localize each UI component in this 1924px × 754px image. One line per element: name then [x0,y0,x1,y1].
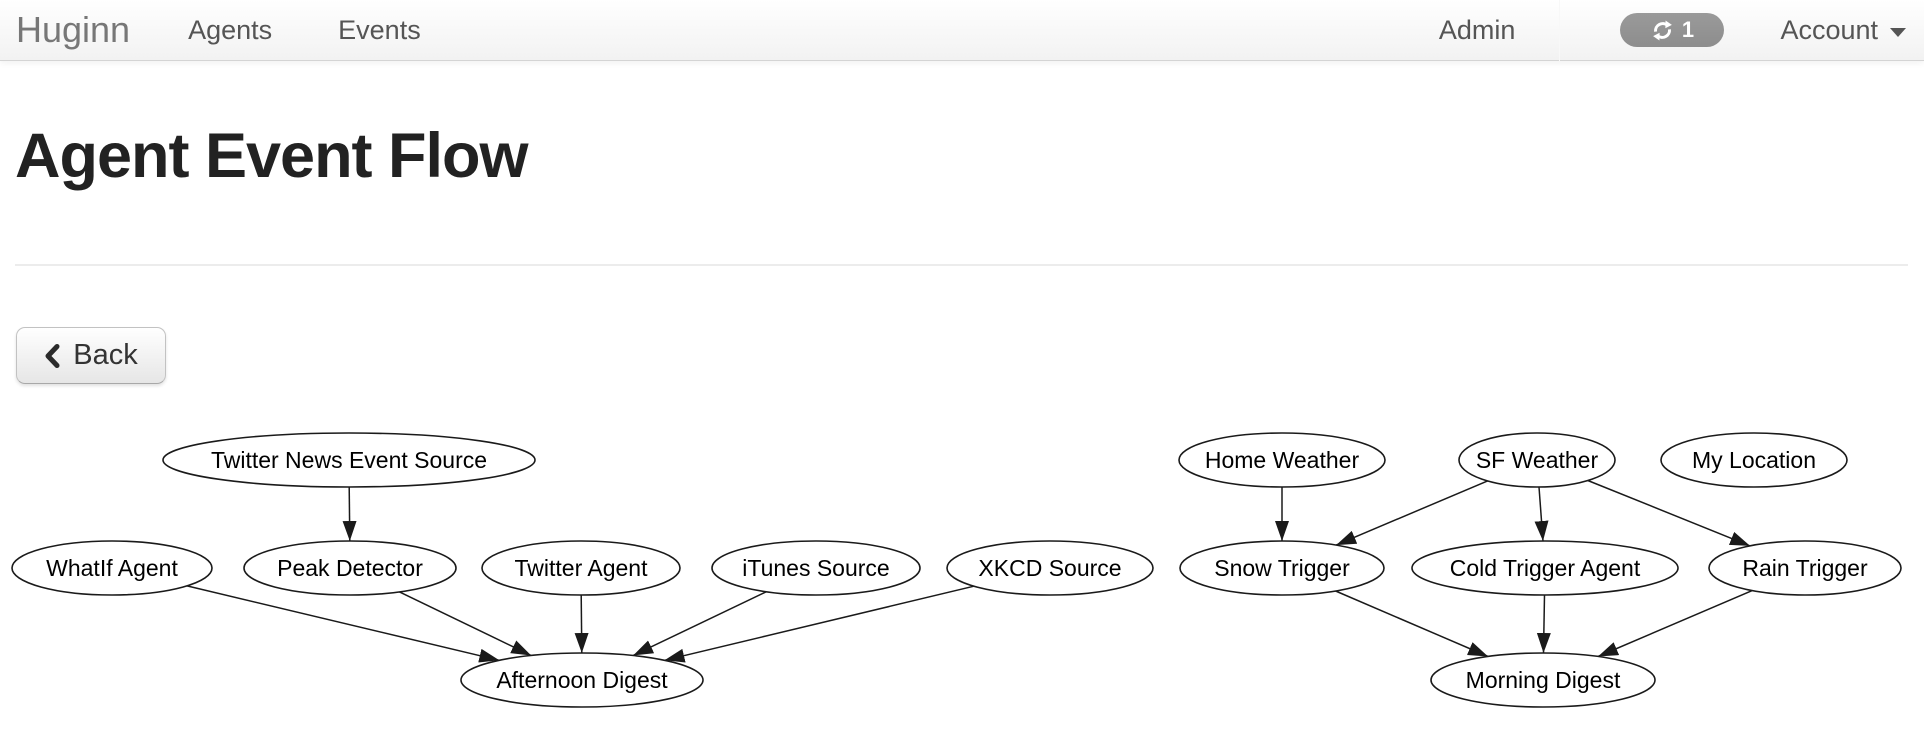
graph-edge-snow-morning [1335,590,1489,658]
graph-node-label-afternoon: Afternoon Digest [496,667,668,693]
graph-node-xkcd: XKCD Source [946,540,1154,596]
graph-node-home: Home Weather [1178,432,1386,488]
page-title: Agent Event Flow [15,121,529,191]
refresh-icon [1651,19,1674,42]
graph-node-label-tnes: Twitter News Event Source [211,447,487,473]
nav-item-admin[interactable]: Admin [1438,14,1516,45]
graph-node-tnes: Twitter News Event Source [162,432,536,488]
graph-node-snow: Snow Trigger [1179,540,1385,596]
graph-node-label-rain: Rain Trigger [1742,555,1868,581]
brand-link[interactable]: Huginn [16,9,131,50]
graph-edges [186,479,1753,663]
title-divider [15,264,1908,266]
graph-node-cold: Cold Trigger Agent [1411,540,1679,596]
graph-node-whatif: WhatIf Agent [11,540,213,596]
graph-node-label-home: Home Weather [1205,447,1360,473]
graph-node-twitter: Twitter Agent [481,540,681,596]
graph-edge-sf-snow [1335,480,1488,546]
graph-node-myloc: My Location [1660,432,1848,488]
back-button-label: Back [73,339,138,371]
graph-node-afternoon: Afternoon Digest [460,652,704,708]
graph-edge-sf-rain [1587,479,1751,547]
graph-edge-peak-afternoon [399,591,532,657]
graph-edge-tnes-peak [342,486,357,542]
navbar-divider [1559,0,1561,61]
graph-node-peak: Peak Detector [243,540,457,596]
graph-node-label-myloc: My Location [1692,447,1816,473]
graph-node-sf: SF Weather [1458,432,1616,488]
nav-links: Agents Events [188,15,421,46]
nav-item-agents[interactable]: Agents [188,14,273,45]
nav-item-events[interactable]: Events [338,14,421,45]
graph-edge-twitter-afternoon [574,594,589,654]
chevron-left-icon [44,343,61,369]
graph-node-itunes: iTunes Source [711,540,921,596]
graph-node-label-itunes: iTunes Source [742,555,889,581]
navbar-right: Admin 1 Account [1439,0,1924,61]
graph-edge-sf-cold [1534,486,1549,542]
graph-node-label-cold: Cold Trigger Agent [1450,555,1641,581]
chevron-down-icon [1890,27,1906,37]
graph-node-label-xkcd: XKCD Source [978,555,1121,581]
graph-edge-itunes-afternoon [632,591,767,657]
event-count-badge[interactable]: 1 [1620,13,1725,47]
graph-edge-xkcd-afternoon [664,585,975,663]
graph-edge-cold-morning [1536,594,1551,654]
graph-node-morning: Morning Digest [1430,652,1656,708]
navbar: Huginn Agents Events Admin 1 Ac [0,0,1924,61]
event-count: 1 [1681,17,1695,42]
graph-node-label-morning: Morning Digest [1466,667,1621,693]
back-button[interactable]: Back [16,327,166,384]
graph-node-label-whatif: WhatIf Agent [46,555,178,581]
graph-node-label-sf: SF Weather [1476,447,1599,473]
graph-node-label-peak: Peak Detector [277,555,423,581]
account-menu[interactable]: Account [1780,15,1906,46]
account-label: Account [1780,14,1878,45]
graph-edge-rain-morning [1597,589,1753,658]
graph-node-rain: Rain Trigger [1708,540,1902,596]
graph-node-label-snow: Snow Trigger [1214,555,1350,581]
graph-edge-whatif-afternoon [186,585,500,663]
graph-node-label-twitter: Twitter Agent [515,555,649,581]
